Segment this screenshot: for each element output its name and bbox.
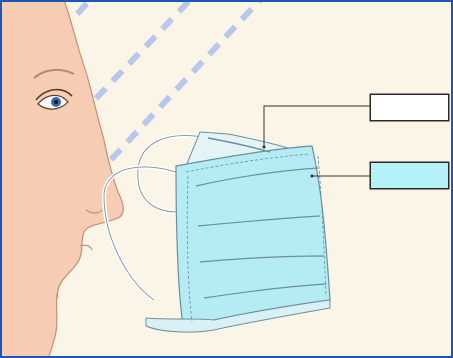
label-bottom [370, 162, 449, 189]
mask-body [176, 146, 330, 330]
label-top [370, 94, 449, 121]
leader-dot-top [263, 146, 266, 149]
leader-dot-bottom [311, 175, 314, 178]
